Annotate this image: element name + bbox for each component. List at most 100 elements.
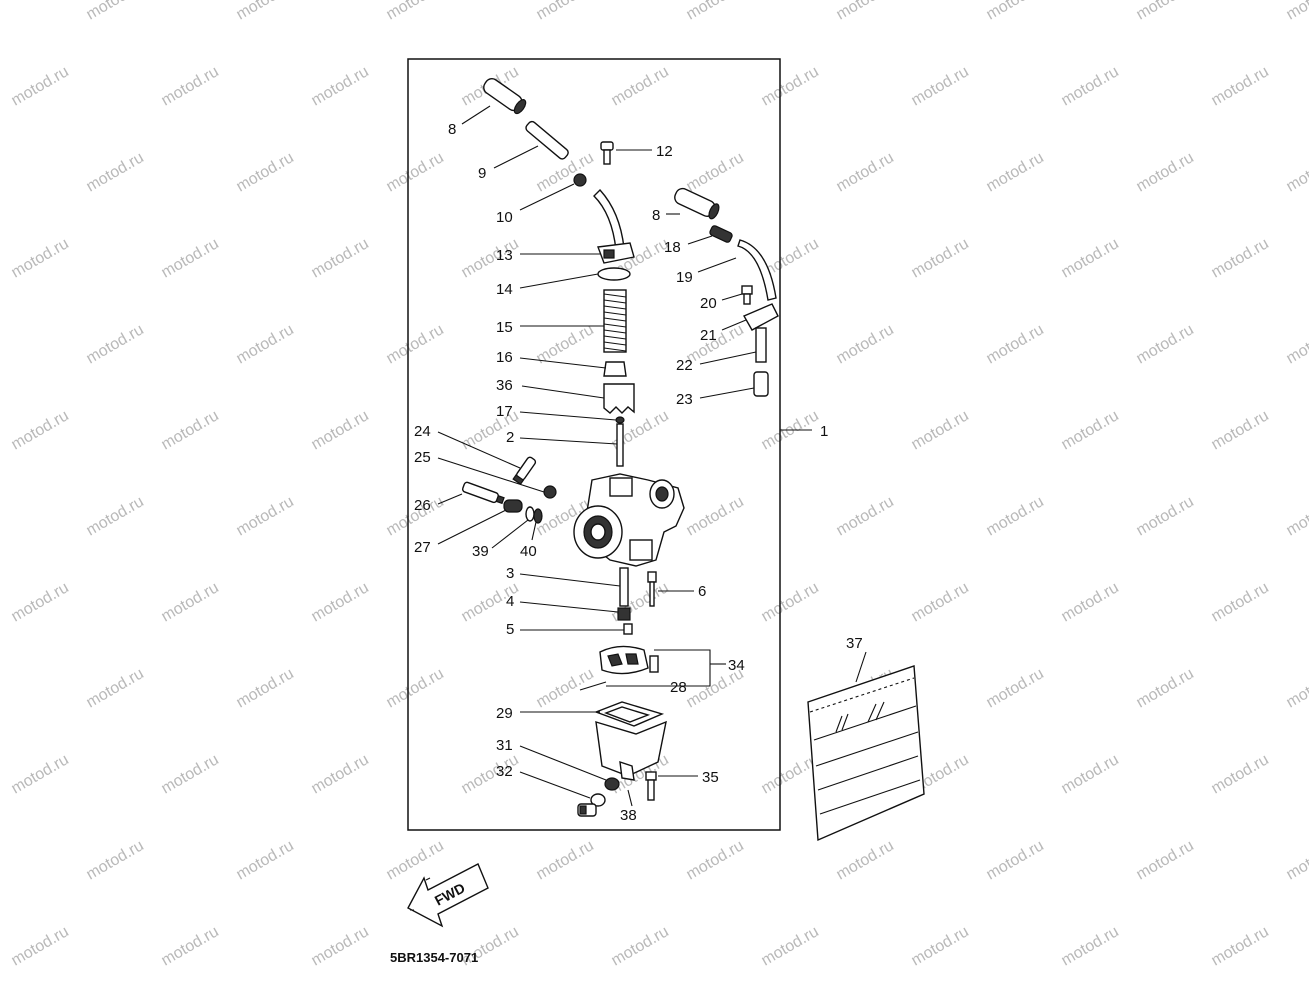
part-plunger-22 xyxy=(755,327,767,363)
part-screw-35 xyxy=(645,771,657,801)
watermark-text: motod.ru xyxy=(309,235,372,281)
watermark-text: motod.ru xyxy=(1284,837,1309,883)
watermark-text: motod.ru xyxy=(684,837,747,883)
watermark-text: motod.ru xyxy=(834,0,897,23)
watermark-text: motod.ru xyxy=(309,923,372,969)
watermark-text: motod.ru xyxy=(84,837,147,883)
watermark-text: motod.ru xyxy=(1209,923,1272,969)
callout-8-right: 8 xyxy=(652,207,660,224)
callout-39: 39 xyxy=(472,543,489,560)
callout-20: 20 xyxy=(700,295,717,312)
watermark-text: motod.ru xyxy=(309,63,372,109)
callout-4: 4 xyxy=(506,593,514,610)
spring-coil xyxy=(603,311,627,316)
watermark-text: motod.ru xyxy=(1209,579,1272,625)
part-seat-16 xyxy=(603,361,627,377)
watermark-text: motod.ru xyxy=(1134,837,1197,883)
spring-coil xyxy=(603,347,627,352)
callout-13: 13 xyxy=(496,247,513,264)
watermark-text: motod.ru xyxy=(1134,149,1197,195)
part-screw-6 xyxy=(647,571,657,607)
watermark-text: motod.ru xyxy=(9,407,72,453)
part-tube xyxy=(525,120,569,160)
part-needle-jet xyxy=(619,567,629,607)
callout-assembly: 1 xyxy=(820,423,828,440)
part-float-chamber-gasket xyxy=(594,701,665,727)
callout-36: 36 xyxy=(496,377,513,394)
part-o-ring-40 xyxy=(533,508,543,524)
part-washer-32 xyxy=(590,793,606,807)
part-cable-19 xyxy=(737,239,777,301)
watermark-text: motod.ru xyxy=(159,923,222,969)
spring-coil xyxy=(603,341,627,346)
callout-31: 31 xyxy=(496,737,513,754)
part-grip-right xyxy=(674,187,720,220)
watermark-text: motod.ru xyxy=(1134,321,1197,367)
callout-15: 15 xyxy=(496,319,513,336)
watermark-text: motod.ru xyxy=(234,493,297,539)
watermark-text: motod.ru xyxy=(84,321,147,367)
callout-17: 17 xyxy=(496,403,513,420)
callout-3: 3 xyxy=(506,565,514,582)
spring-coil xyxy=(603,293,627,298)
diagram-code: 5BR1354-7071 xyxy=(390,950,478,965)
callout-24: 24 xyxy=(414,423,431,440)
watermark-text: motod.ru xyxy=(984,149,1047,195)
watermark-text: motod.ru xyxy=(984,837,1047,883)
watermark-text: motod.ru xyxy=(1134,0,1197,23)
part-clip-17 xyxy=(615,416,625,424)
callout-38: 38 xyxy=(620,807,637,824)
watermark-text: motod.ru xyxy=(384,149,447,195)
watermark-text: motod.ru xyxy=(684,0,747,23)
watermark-text: motod.ru xyxy=(159,751,222,797)
part-screw-26 xyxy=(461,481,505,505)
watermark-text: motod.ru xyxy=(384,837,447,883)
part-throttle-grip xyxy=(483,78,527,115)
callout-22: 22 xyxy=(676,357,693,374)
spring-coil xyxy=(603,323,627,328)
watermark-text: motod.ru xyxy=(1209,235,1272,281)
watermark-text: motod.ru xyxy=(1059,407,1122,453)
part-throttle-valve xyxy=(603,383,635,414)
callout-40: 40 xyxy=(520,543,537,560)
watermark-text: motod.ru xyxy=(834,837,897,883)
watermark-text: motod.ru xyxy=(84,0,147,23)
watermark-text: motod.ru xyxy=(9,751,72,797)
callout-5: 5 xyxy=(506,621,514,638)
part-float-chamber xyxy=(595,720,667,781)
watermark-text: motod.ru xyxy=(1134,665,1197,711)
watermark-text: motod.ru xyxy=(909,923,972,969)
watermark-text: motod.ru xyxy=(384,665,447,711)
watermark-text: motod.ru xyxy=(1059,235,1122,281)
callout-19: 19 xyxy=(676,269,693,286)
part-mixing-chamber-top xyxy=(593,188,635,264)
watermark-text: motod.ru xyxy=(84,665,147,711)
spring-coil xyxy=(603,299,627,304)
watermark-text: motod.ru xyxy=(1209,407,1272,453)
callout-29: 29 xyxy=(496,705,513,722)
callout-34: 34 xyxy=(728,657,745,674)
watermark-text: motod.ru xyxy=(234,837,297,883)
watermark-text: motod.ru xyxy=(309,751,372,797)
spring-coil xyxy=(603,329,627,334)
part-spring-15 xyxy=(603,289,627,353)
watermark-text: motod.ru xyxy=(759,63,822,109)
part-spring-27 xyxy=(503,499,523,513)
part-screw-12 xyxy=(600,141,614,165)
watermark-text: motod.ru xyxy=(909,63,972,109)
watermark-text: motod.ru xyxy=(984,321,1047,367)
callout-16: 16 xyxy=(496,349,513,366)
part-ring-14 xyxy=(597,267,631,281)
watermark-text: motod.ru xyxy=(309,579,372,625)
callout-27: 27 xyxy=(414,539,431,556)
watermark-text: motod.ru xyxy=(834,149,897,195)
callout-labels: 8 9 12 10 8 13 18 19 14 20 21 15 16 22 3… xyxy=(414,121,863,824)
watermark-text: motod.ru xyxy=(1059,751,1122,797)
watermark-text: motod.ru xyxy=(1284,665,1309,711)
watermark-text: motod.ru xyxy=(984,493,1047,539)
callout-28: 28 xyxy=(670,679,687,696)
callout-21: 21 xyxy=(700,327,717,344)
watermark-text: motod.ru xyxy=(159,579,222,625)
watermark-text: motod.ru xyxy=(9,923,72,969)
watermark-text: motod.ru xyxy=(609,63,672,109)
